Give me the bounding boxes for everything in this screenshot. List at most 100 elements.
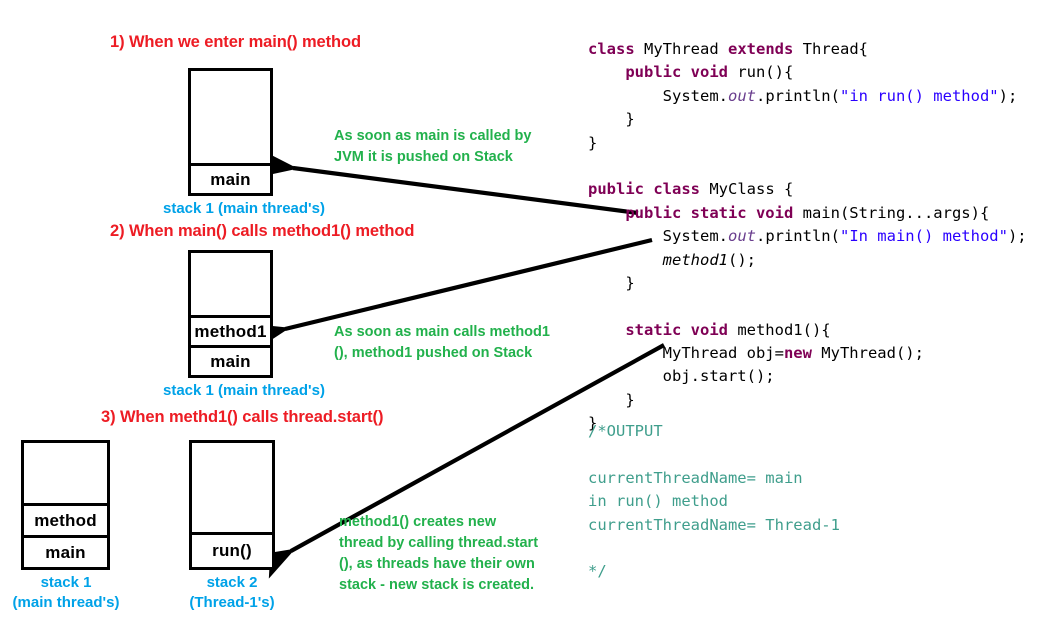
- code-line: }: [588, 272, 1048, 295]
- code-token: System.: [588, 227, 728, 246]
- stack-2-step3-caption: stack 2 (Thread-1's): [166, 573, 298, 613]
- code-token: public static void: [625, 203, 803, 222]
- output-comment-block: /*OUTPUT currentThreadName= main in run()…: [588, 420, 1028, 584]
- code-token: MyThread obj=: [588, 344, 784, 363]
- code-token: .println(: [755, 86, 840, 105]
- caption-line: stack 1: [40, 574, 92, 591]
- note-main-pushed: As soon as main is called by JVM it is p…: [334, 126, 531, 168]
- code-line: static void method1(){: [588, 319, 1048, 342]
- code-token: "In main() method": [839, 227, 1008, 246]
- code-line: public static void main(String...args){: [588, 202, 1048, 225]
- code-token: }: [588, 110, 635, 129]
- note-line: As soon as main is called by: [334, 128, 532, 144]
- code-token: obj.start();: [588, 367, 775, 386]
- code-token: }: [588, 390, 635, 409]
- stack-2-step3: run(): [189, 440, 275, 570]
- code-line: }: [588, 108, 1048, 131]
- code-line: }: [588, 389, 1048, 412]
- note-line: As soon as main calls method1: [334, 324, 550, 340]
- stack-empty-space: [192, 443, 272, 532]
- stack-empty-space: [191, 253, 270, 315]
- caption-line: (main thread's): [12, 593, 120, 611]
- stack-1-step2-caption: stack 1 (main thread's): [163, 381, 325, 401]
- step-2-heading: 2) When main() calls method1() method: [110, 222, 415, 240]
- code-token: );: [998, 86, 1018, 105]
- code-token: main(String...args){: [802, 203, 990, 222]
- code-token: }: [588, 133, 598, 152]
- code-token: out: [727, 227, 756, 246]
- stack-frame-main: main: [191, 163, 270, 193]
- stack-frame-main: main: [191, 345, 270, 375]
- code-token: out: [727, 86, 756, 105]
- code-token: public class: [588, 180, 710, 199]
- output-comment-line: [588, 537, 1028, 560]
- code-token: ();: [727, 250, 756, 269]
- stack-frame-run: run(): [192, 532, 272, 567]
- code-token: method1: [662, 250, 728, 269]
- code-line: class MyThread extends Thread{: [588, 38, 1048, 61]
- output-comment-line: in run() method: [588, 492, 728, 511]
- note-line: (), as threads have their own: [339, 556, 535, 573]
- code-token: }: [588, 273, 635, 292]
- note-line: method1() creates new: [339, 514, 497, 530]
- output-comment-line: currentThreadName= Thread-1: [588, 515, 840, 534]
- code-token: [588, 321, 625, 339]
- stack-empty-space: [24, 443, 107, 503]
- code-token: [588, 204, 625, 222]
- code-token: );: [1007, 227, 1027, 246]
- code-token: MyClass {: [709, 180, 794, 199]
- note-line: JVM it is pushed on Stack: [334, 149, 513, 166]
- code-line: [588, 295, 1048, 318]
- code-token: }: [588, 414, 598, 433]
- step-3-heading: 3) When methd1() calls thread.start(): [101, 408, 384, 426]
- code-token: MyThread();: [821, 344, 924, 363]
- code-token: method1(){: [737, 320, 831, 339]
- caption-line: stack 1 (main thread's): [163, 200, 325, 217]
- stack-1-step2: method1 main: [188, 250, 273, 378]
- stack-empty-space: [191, 71, 270, 163]
- code-line: method1();: [588, 249, 1048, 272]
- arrow-main-pushed: [258, 150, 639, 216]
- stack-1-step3: method main: [21, 440, 110, 570]
- stack-frame-method: method: [24, 503, 107, 535]
- step-1-heading: 1) When we enter main() method: [110, 33, 361, 51]
- code-token: System.: [588, 86, 728, 105]
- code-line: System.out.println("in run() method");: [588, 85, 1048, 108]
- output-comment-line: [588, 443, 1028, 466]
- note-method1-pushed: As soon as main calls method1 (), method…: [334, 322, 550, 364]
- stack-1-step1-caption: stack 1 (main thread's): [163, 199, 325, 219]
- code-line: public void run(){: [588, 61, 1048, 84]
- code-line: System.out.println("In main() method");: [588, 225, 1048, 248]
- output-comment-line: /*OUTPUT: [588, 422, 663, 440]
- code-token: Thread{: [802, 40, 868, 58]
- note-line: stack - new stack is created.: [339, 577, 535, 594]
- caption-line: (Thread-1's): [189, 593, 275, 611]
- code-token: class: [588, 40, 644, 58]
- code-token: [588, 63, 625, 81]
- code-line: public class MyClass {: [588, 178, 1048, 201]
- output-comment-line: */: [588, 562, 607, 581]
- code-token: [588, 251, 663, 269]
- note-thread-start: method1() creates new thread by calling …: [339, 512, 538, 596]
- code-token: "in run() method": [839, 86, 999, 105]
- caption-line: stack 2: [206, 574, 258, 591]
- note-line: (), method1 pushed on Stack: [334, 345, 533, 362]
- code-line: }: [588, 132, 1048, 155]
- code-line: MyThread obj=new MyThread();: [588, 342, 1048, 365]
- code-token: public void: [625, 63, 738, 82]
- note-line: thread by calling thread.start: [339, 535, 539, 552]
- stack-frame-main: main: [24, 535, 107, 567]
- code-token: static void: [625, 320, 738, 339]
- stack-frame-method1: method1: [191, 315, 270, 345]
- code-token: extends: [728, 40, 803, 58]
- code-token: MyThread: [644, 40, 728, 58]
- code-token: run(){: [737, 63, 794, 82]
- code-token: new: [783, 344, 822, 363]
- java-code-block: class MyThread extends Thread{ public vo…: [588, 38, 1048, 436]
- caption-line: stack 1 (main thread's): [163, 382, 325, 399]
- code-line: }: [588, 412, 1048, 435]
- stack-1-step3-caption: stack 1 (main thread's): [0, 573, 132, 613]
- code-token: .println(: [755, 227, 840, 246]
- output-comment-line: currentThreadName= main: [588, 468, 803, 487]
